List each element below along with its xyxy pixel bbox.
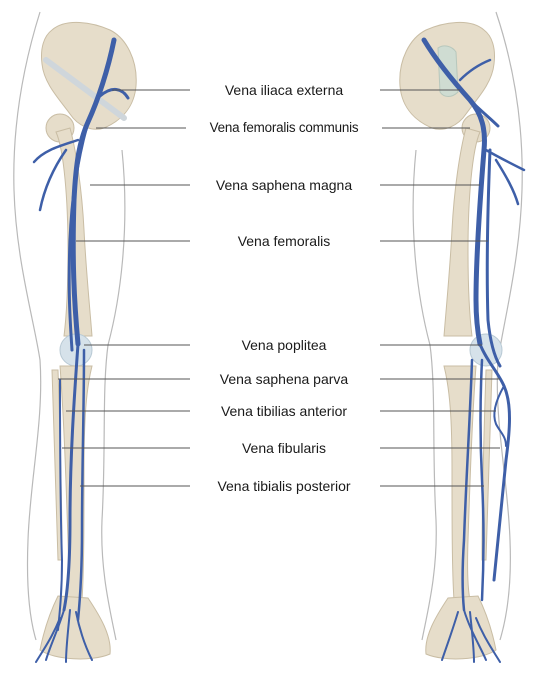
left-tibia: [60, 366, 92, 600]
label-vena-femoralis: Vena femoralis: [186, 233, 382, 249]
label-vena-femoralis-communis: Vena femoralis communis: [186, 120, 382, 136]
right-leg: [400, 12, 524, 662]
label-vena-saphena-magna: Vena saphena magna: [186, 177, 382, 193]
label-vena-saphena-parva: Vena saphena parva: [186, 371, 382, 387]
label-vena-tibialis-posterior: Vena tibialis posterior: [186, 478, 382, 494]
label-vena-tibilias-anterior: Vena tibilias anterior: [186, 403, 382, 419]
label-vena-fibularis: Vena fibularis: [186, 440, 382, 456]
label-vena-iliaca-externa: Vena iliaca externa: [186, 82, 382, 98]
label-vena-poplitea: Vena poplitea: [186, 337, 382, 353]
right-foot: [426, 596, 496, 659]
left-leg: [14, 12, 136, 662]
